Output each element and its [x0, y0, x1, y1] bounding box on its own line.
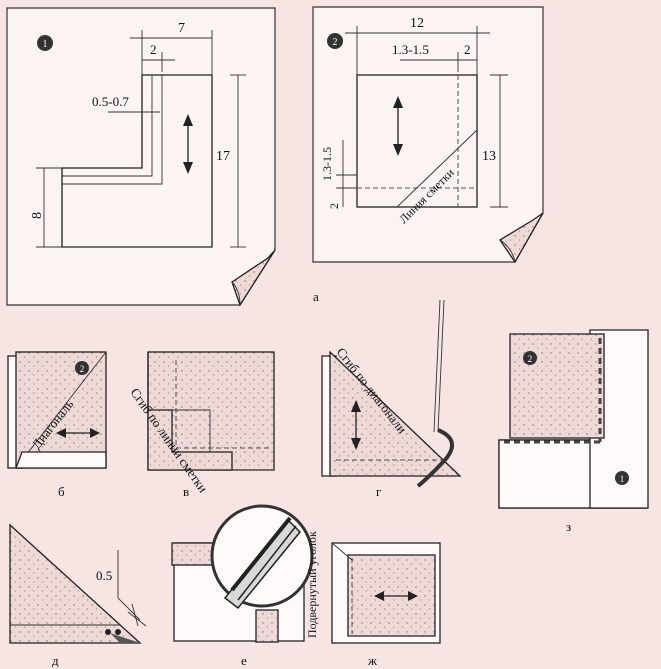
label-g: г — [376, 484, 381, 499]
pattern-sheet-1: 1 7 2 0.5-0.7 17 8 — [6, 7, 276, 307]
marker-2-circle — [327, 33, 343, 49]
label-b: б — [58, 484, 65, 499]
step-v: Сгиб по линии сметки — [128, 351, 275, 495]
dim-1.3-1.5-top: 1.3-1.5 — [392, 42, 429, 57]
svg-text:1: 1 — [620, 474, 625, 484]
label-a: а — [313, 289, 319, 304]
marker-1-circle — [37, 35, 53, 51]
pattern-sheet-2: 2 12 1.3-1.5 2 13 1.3-1.5 2 Линия сметки — [312, 6, 544, 264]
dim-2: 2 — [150, 42, 157, 57]
dim-12: 12 — [410, 16, 424, 31]
label-z: з — [566, 519, 571, 534]
step-g: Сгиб по диагонали — [321, 299, 462, 488]
dim-7: 7 — [178, 21, 185, 36]
pattern-piece-2-outline — [356, 74, 478, 208]
label-zh: ж — [367, 653, 378, 668]
step-z: 2 1 — [498, 329, 649, 509]
dim-2-left: 2 — [327, 203, 341, 209]
label-v: в — [183, 484, 189, 499]
dim-8: 8 — [30, 212, 45, 219]
step-b: 2 Диагональ — [7, 351, 107, 469]
dim-13: 13 — [482, 149, 496, 164]
svg-text:2: 2 — [528, 354, 533, 364]
label-e: е — [241, 653, 247, 668]
step-e: Подвернутый уголок — [171, 504, 319, 643]
dim-0.5: 0.5 — [96, 568, 112, 583]
step-zh — [331, 542, 441, 644]
marker-2-text: 2 — [333, 37, 338, 48]
step-d: 0.5 — [9, 523, 147, 644]
dim-1.3-1.5-left: 1.3-1.5 — [320, 147, 334, 181]
dim-2-top: 2 — [464, 42, 471, 57]
label-d: д — [52, 653, 59, 668]
marker-1-text: 1 — [43, 39, 48, 50]
svg-text:2: 2 — [80, 364, 85, 374]
dim-0.5-0.7: 0.5-0.7 — [92, 94, 129, 109]
tucked-corner-label: Подвернутый уголок — [305, 531, 319, 638]
dim-17: 17 — [216, 149, 230, 164]
